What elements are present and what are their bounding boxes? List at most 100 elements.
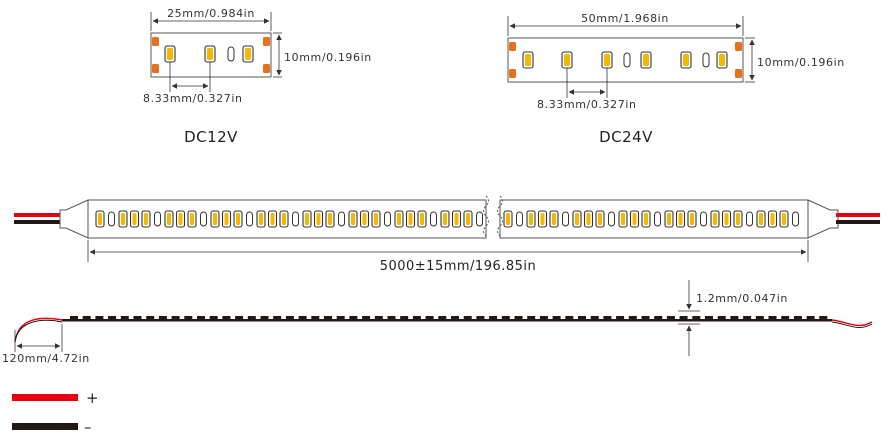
side-chip [819,316,828,319]
side-chip [806,316,815,319]
side-chip [565,316,574,319]
resistor [516,211,523,227]
side-view: 120mm/4.72in 1.2mm/0.047in [2,280,873,365]
side-chip [349,316,358,319]
side-chip [743,316,752,319]
resistor [702,52,710,68]
side-chip [781,316,790,319]
left-black-wire [14,220,64,224]
resistor [430,211,437,227]
side-chip [120,316,129,319]
solder-pad [152,64,159,73]
side-chip [527,316,536,319]
resistor [108,211,115,227]
side-chip [82,316,91,319]
resistor [623,52,631,68]
solder-pad [509,69,516,78]
solder-pad [509,42,516,51]
side-chip [793,316,802,319]
segment-24v-pitch-label: 8.33mm/0.327in [537,98,637,111]
resistor [700,211,707,227]
segment-12v-pitch-label: 8.33mm/0.327in [143,92,243,105]
side-chip [641,316,650,319]
reel-length-label: 5000±15mm/196.85in [380,259,537,274]
resistor [154,211,161,227]
side-chip [590,316,599,319]
side-chip [235,316,244,319]
side-chip [425,316,434,319]
solder-pad [263,37,270,46]
left-end-cap [59,199,89,239]
segment-24v: 50mm/1.968in 10mm/0.196in 8.33mm/0.327in… [507,12,844,146]
side-chip [108,316,117,319]
resistor [384,211,391,227]
side-chip [311,316,320,319]
side-chip [768,316,777,319]
solder-pad [735,69,742,78]
resistor [654,211,661,227]
side-chip [209,316,218,319]
side-chip [616,316,625,319]
side-chip [324,316,332,319]
side-chip [387,316,396,319]
side-chip [260,316,269,319]
side-chip [222,316,231,319]
legend-positive-swatch [12,394,78,401]
legend-negative-sign: – [84,418,92,436]
right-red-wire [836,213,880,217]
resistor [476,211,483,227]
left-red-wire [14,213,64,217]
side-view-right-lead [831,319,873,327]
resistor [227,46,235,62]
side-chip [730,316,739,319]
segment-12v-width-label: 10mm/0.196in [284,51,372,64]
side-chip [552,316,561,319]
segment-24v-length-label: 50mm/1.968in [581,12,669,25]
side-chip [476,316,485,319]
side-chip [717,316,726,319]
resistor [338,211,345,227]
side-chip [95,316,104,319]
solder-pad [735,42,742,51]
resistor [200,211,207,227]
strip-break-mark [483,195,503,237]
side-chip [146,316,155,319]
solder-pad [263,64,270,73]
side-chip [603,316,612,319]
side-chip [666,316,675,319]
side-chip [70,316,78,319]
side-chip [158,316,167,319]
side-chip [755,316,764,319]
resistor [608,211,615,227]
side-chip [705,316,713,319]
legend-negative-swatch [12,423,78,430]
side-chip [514,316,523,319]
side-chip [285,316,294,319]
segment-12v: 25mm/0.984in 10mm/0.196in 8.33mm/0.327in… [143,7,372,146]
side-chip [298,316,307,319]
resistor [562,211,569,227]
side-chip [374,316,383,319]
segment-12v-voltage-label: DC12V [184,128,238,146]
segment-12v-length-label: 25mm/0.984in [167,7,255,20]
side-chip [273,316,282,319]
side-chip [438,316,447,319]
side-chip [578,316,586,319]
resistor [792,211,799,227]
side-view-strip [62,319,832,322]
legend-positive-sign: + [86,389,99,407]
right-end-cap [807,199,839,239]
side-chip [489,316,498,319]
side-chip [501,316,510,319]
thickness-label: 1.2mm/0.047in [696,292,788,305]
side-chip [463,316,472,319]
resistor [292,211,299,227]
resistor [246,211,253,227]
side-chip [362,316,371,319]
side-chip [197,316,205,319]
segment-24v-voltage-label: DC24V [599,128,653,146]
side-chip [400,316,409,319]
side-chip [692,316,701,319]
side-chip [539,316,548,319]
